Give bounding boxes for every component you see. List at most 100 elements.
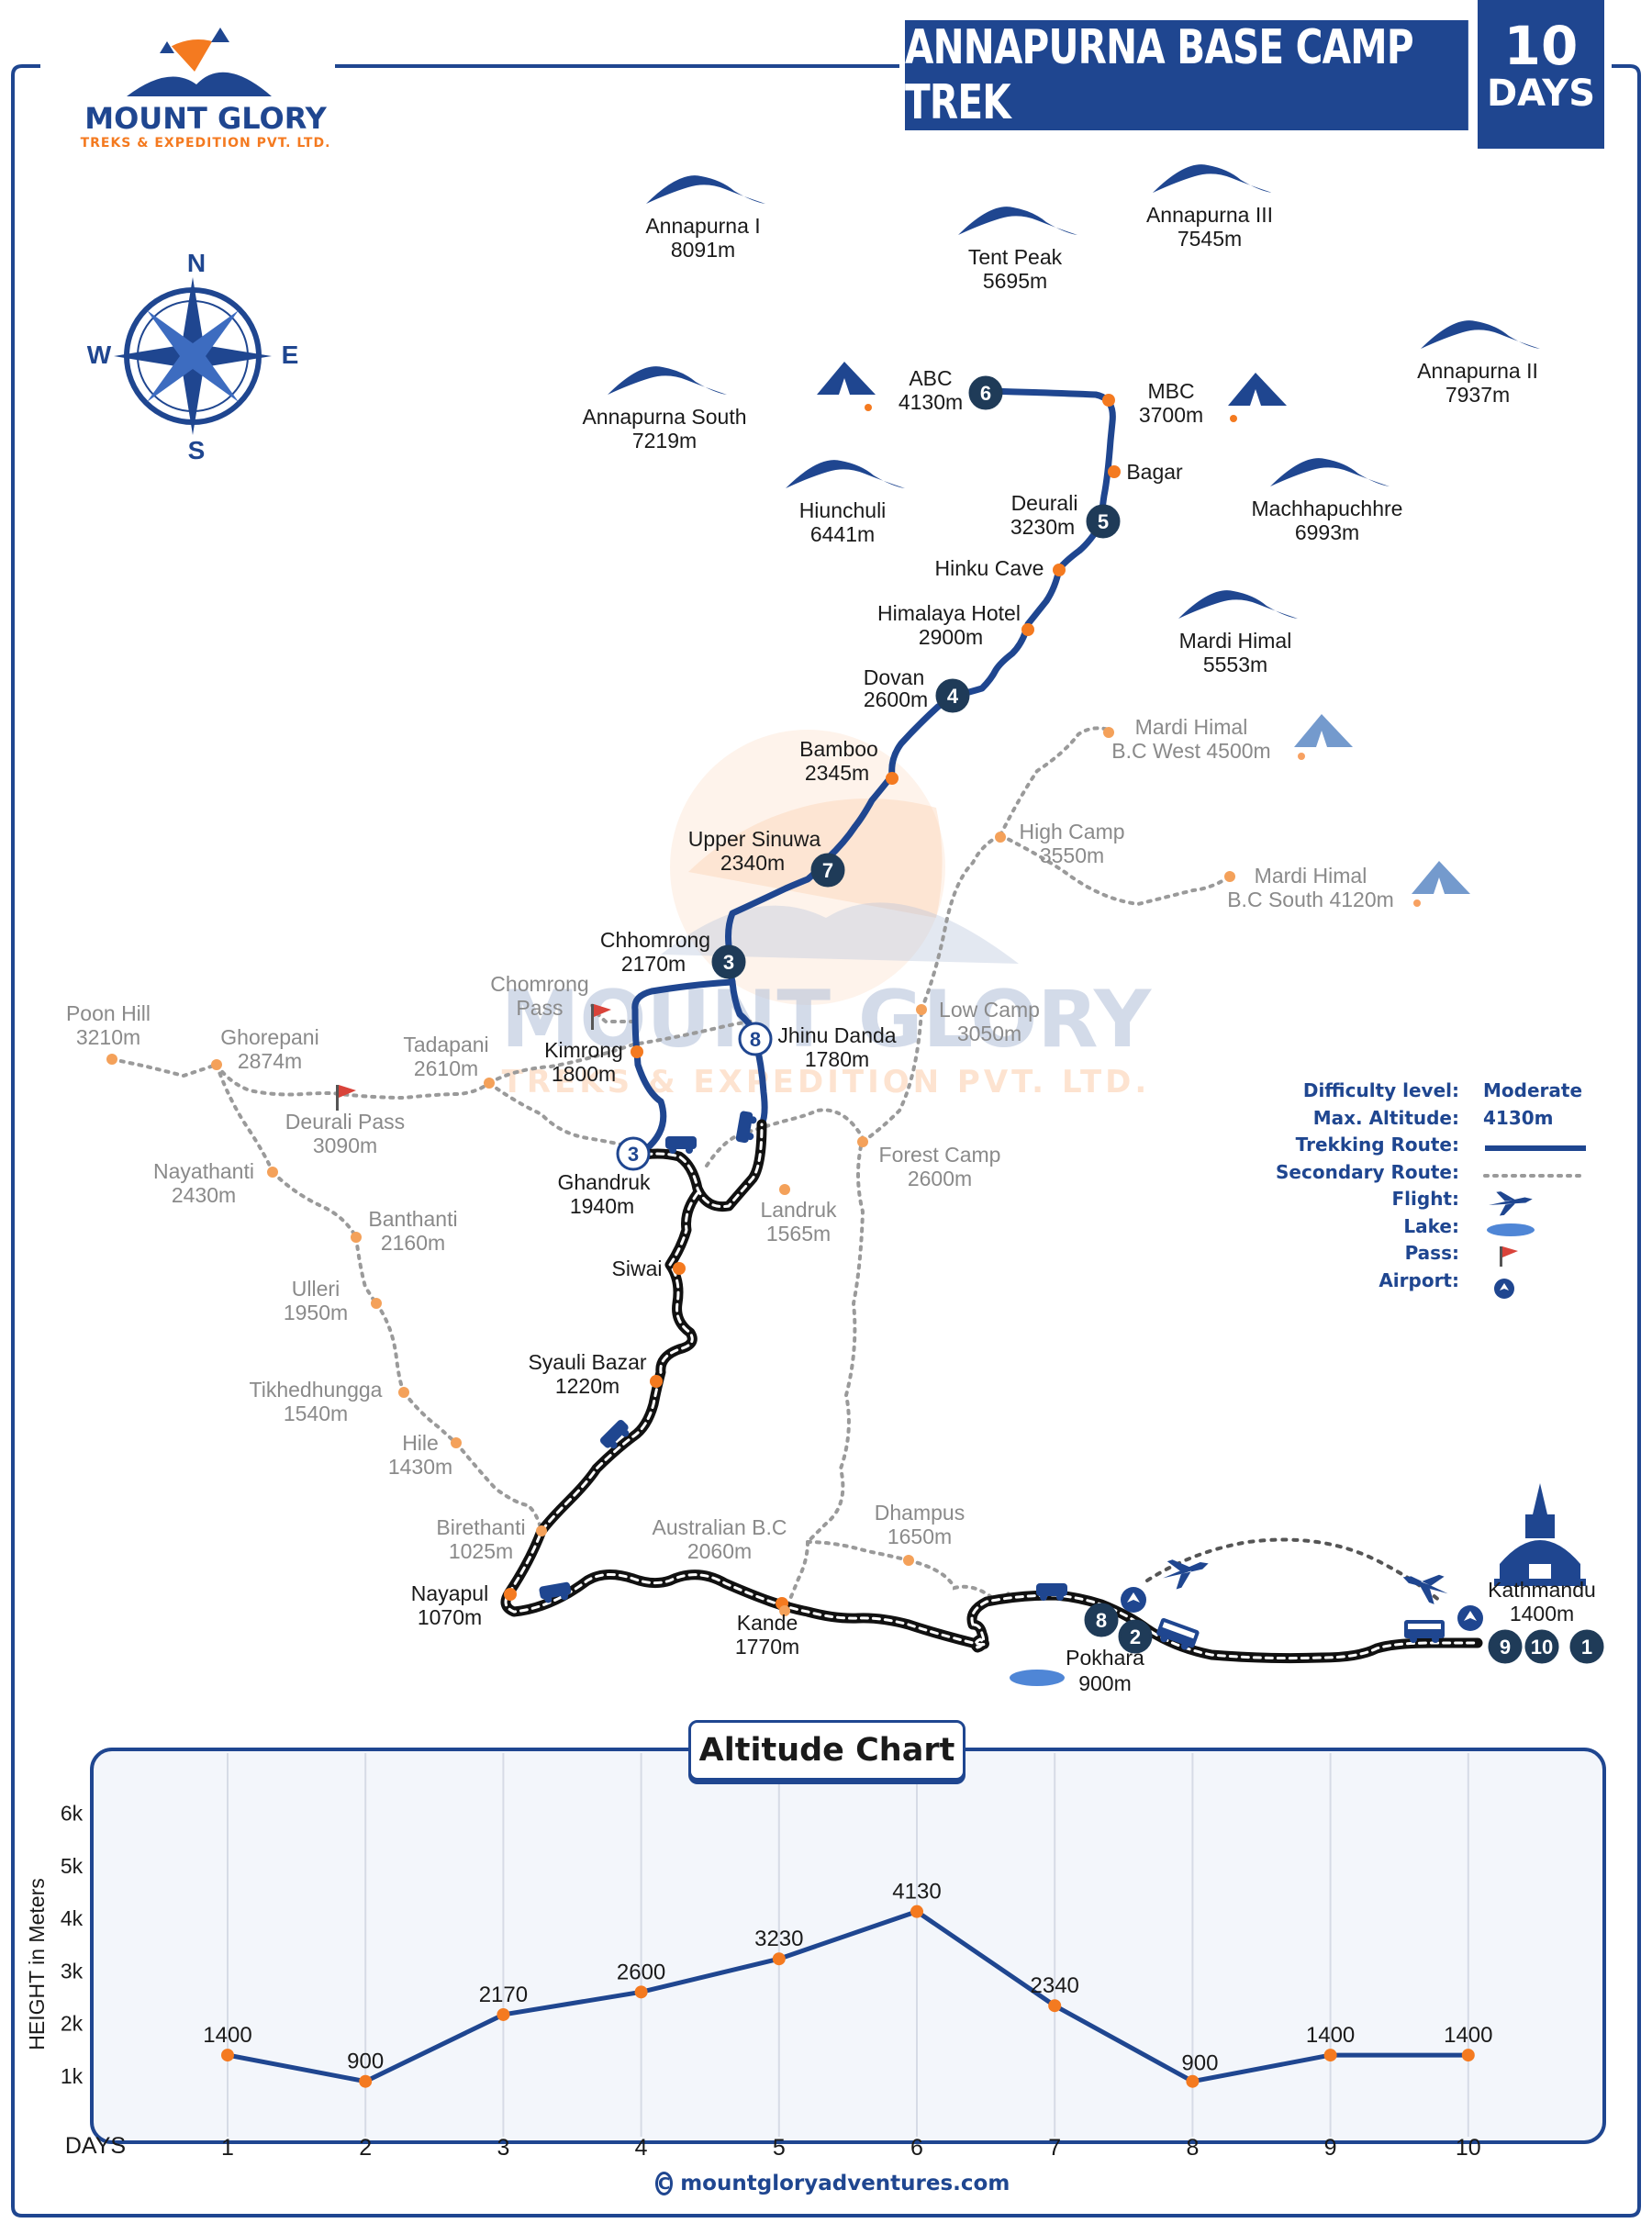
place-name-bamboo: Bamboo: [799, 737, 878, 761]
secondary-place-name-australian-b-c-17: Australian B.C: [652, 1515, 787, 1539]
bus-icon-pokhara: [1156, 1617, 1200, 1650]
x-tick-day-6: 6: [910, 2135, 923, 2161]
watermark-name: MOUNT GLORY: [501, 974, 1153, 1066]
legend-row-airport: Airport:: [1248, 1269, 1597, 1297]
peak-name-annapurna-i: Annapurna I: [645, 214, 760, 238]
page-title-text: ANNAPURNA BASE CAMP TREK: [905, 20, 1414, 130]
legend-row-secondary-route: Secondary Route:: [1248, 1161, 1597, 1189]
place-altitude-kathmandu: 1400m: [1510, 1602, 1574, 1625]
end-day-badge-2-circle: [1488, 1629, 1523, 1664]
tent-icon-mbc: [1228, 373, 1287, 422]
jeep-icon-jhinu: [735, 1111, 757, 1144]
end-day-badge-1-number: 2: [1130, 1625, 1141, 1648]
altitude-point-day-4: [634, 1985, 648, 1999]
compass-s: S: [188, 436, 206, 464]
altitude-label-day-5: 3230: [754, 1927, 803, 1951]
secondary-place-altitude-forest-camp-15: 2600m: [908, 1167, 972, 1190]
secondary-place-name-landruk-16: Landruk: [760, 1198, 837, 1222]
legend-lake-icon: [1487, 1223, 1535, 1236]
secondary-place-altitude-dhampus-18: 1650m: [887, 1525, 952, 1548]
place-name-chhomrong: Chhomrong: [600, 928, 710, 952]
secondary-place-altitude-hile-9: 1430m: [388, 1455, 452, 1479]
secondary-place-name-mardi-himal-13: Mardi Himal: [1255, 864, 1367, 888]
y-tick-2k: 2k: [61, 2012, 84, 2036]
place-marker-bagar: [1108, 465, 1121, 478]
altitude-label-day-2: 900: [347, 2050, 384, 2074]
website-url[interactable]: mountgloryadventures.com: [680, 2172, 1010, 2195]
legend-label: Airport:: [1379, 1268, 1459, 1291]
altitude-label-day-9: 1400: [1306, 2023, 1355, 2048]
peak-name-annapurna-iii: Annapurna III: [1146, 203, 1273, 227]
legend-label: Max. Altitude:: [1312, 1106, 1459, 1129]
peak-name-annapurna-south: Annapurna South: [582, 405, 746, 429]
compass-e: E: [282, 341, 299, 369]
altitude-series-points: [221, 1905, 1475, 2088]
jeep-icon-ghandruk: [665, 1136, 697, 1154]
phewa-lake: [1010, 1670, 1065, 1686]
x-tick-day-5: 5: [773, 2135, 786, 2161]
secondary-place-marker-banthanti-6: [351, 1232, 362, 1243]
altitude-label-day-4: 2600: [617, 1960, 665, 1984]
peak-name-tent-peak: Tent Peak: [968, 245, 1063, 269]
mountain-peak-icon: [1421, 320, 1540, 349]
airport-icon-pokhara: [1121, 1587, 1146, 1613]
place-altitude-syauli-bazar: 1220m: [555, 1374, 620, 1398]
place-name-abc: ABC: [909, 366, 952, 390]
day-badge-dovan-circle: [935, 678, 970, 713]
altitude-label-day-6: 4130: [892, 1880, 941, 1905]
end-day-badge-4-number: 1: [1581, 1636, 1592, 1659]
day-badge-abc-number: 6: [980, 382, 991, 405]
pass-flag-icon-deurali: [336, 1085, 356, 1111]
secondary-place-altitude-nayathanti-5: 2430m: [172, 1183, 236, 1207]
end-day-badge-2-number: 9: [1500, 1636, 1511, 1659]
jeep-icon-pokhara: [1036, 1583, 1067, 1601]
place-altitude-kande: 1770m: [735, 1635, 799, 1659]
place-marker-kimrong: [631, 1045, 643, 1058]
secondary-place-altitude-ulleri-7: 1950m: [284, 1301, 348, 1324]
place-marker-nayapul: [504, 1588, 517, 1601]
altitude-point-day-2: [359, 2074, 373, 2088]
x-tick-day-10: 10: [1456, 2135, 1481, 2161]
page-title: ANNAPURNA BASE CAMP TREK: [905, 20, 1468, 130]
mountain-peak-icon: [786, 460, 905, 488]
end-day-badge-0-circle: [1084, 1603, 1119, 1637]
secondary-place-altitude-ghorepani-1: 2874m: [238, 1049, 302, 1073]
place-name-syauli-bazar: Syauli Bazar: [528, 1350, 646, 1374]
mountain-peak-icon: [608, 366, 727, 395]
legend-row-pass: Pass:: [1248, 1242, 1597, 1269]
end-day-badge-0-number: 8: [1096, 1609, 1107, 1632]
place-altitude-dovan: 2600m: [864, 687, 928, 711]
secondary-place-name-banthanti-6: Banthanti: [368, 1207, 457, 1231]
legend-row-trekking-route: Trekking Route:: [1248, 1134, 1597, 1161]
place-altitude-deurali: 3230m: [1010, 515, 1075, 539]
secondary-place-altitude-deurali-pass-4: 3090m: [313, 1134, 377, 1157]
secondary-place-altitude-tikhedhungga-8: 1540m: [284, 1402, 348, 1425]
altitude-point-day-6: [910, 1905, 923, 1918]
altitude-point-day-1: [221, 2049, 234, 2062]
secondary-place-altitude-landruk-16: 1565m: [766, 1222, 831, 1246]
secondary-place-altitude-banthanti-6: 2160m: [381, 1231, 445, 1255]
secondary-place-marker-ghorepani-1: [211, 1059, 222, 1070]
brand-logo: MOUNT GLORY TREKS & EXPEDITION PVT. LTD.: [59, 0, 334, 156]
secondary-place-name-ghorepani-1: Ghorepani: [220, 1025, 318, 1049]
footer-website[interactable]: C mountgloryadventures.com: [655, 2172, 1010, 2195]
place-altitude-jhinu-danda: 1780m: [805, 1047, 869, 1071]
x-tick-day-9: 9: [1324, 2135, 1337, 2161]
altitude-label-day-1: 1400: [203, 2023, 251, 2048]
secondary-place-marker-dhampus-18: [903, 1555, 914, 1566]
secondary-place-name-high-camp-12: High Camp: [1019, 820, 1124, 843]
secondary-place-name-chomrong-2: Chomrong: [490, 972, 588, 996]
compass-w: W: [87, 341, 112, 369]
mountain-peak-icon: [958, 207, 1077, 235]
x-tick-day-1: 1: [221, 2135, 234, 2161]
altitude-label-day-3: 2170: [479, 1983, 528, 2007]
trek-duration-badge: 10 DAYS: [1478, 0, 1604, 149]
legend-label: Trekking Route:: [1295, 1134, 1459, 1156]
legend-value: Moderate: [1483, 1079, 1583, 1101]
peak-altitude-annapurna-south: 7219m: [632, 429, 697, 452]
place-marker-mbc: [1102, 394, 1115, 407]
secondary-place-marker-tikhedhungga-8: [398, 1387, 409, 1398]
